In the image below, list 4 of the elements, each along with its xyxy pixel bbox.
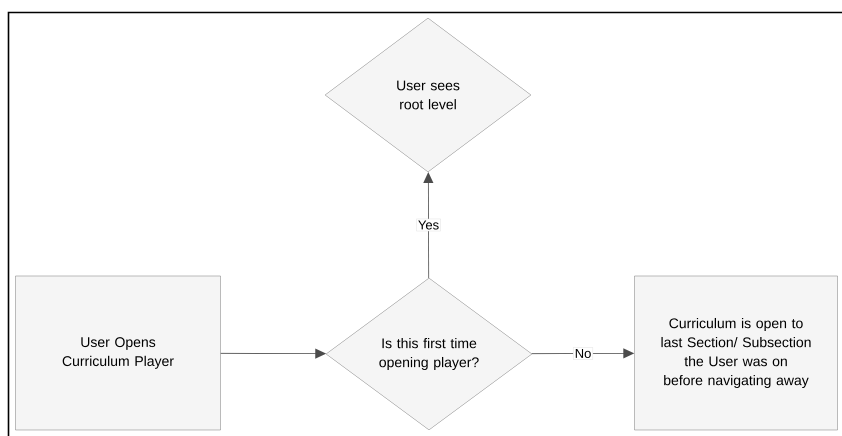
edge-label: Yes [416, 218, 441, 232]
edge-label: No [573, 347, 594, 360]
process-box: Curriculum is open to last Section/ Subsection the User was on before navigating away [634, 276, 838, 430]
process-box: User Opens Curriculum Player [15, 276, 221, 430]
